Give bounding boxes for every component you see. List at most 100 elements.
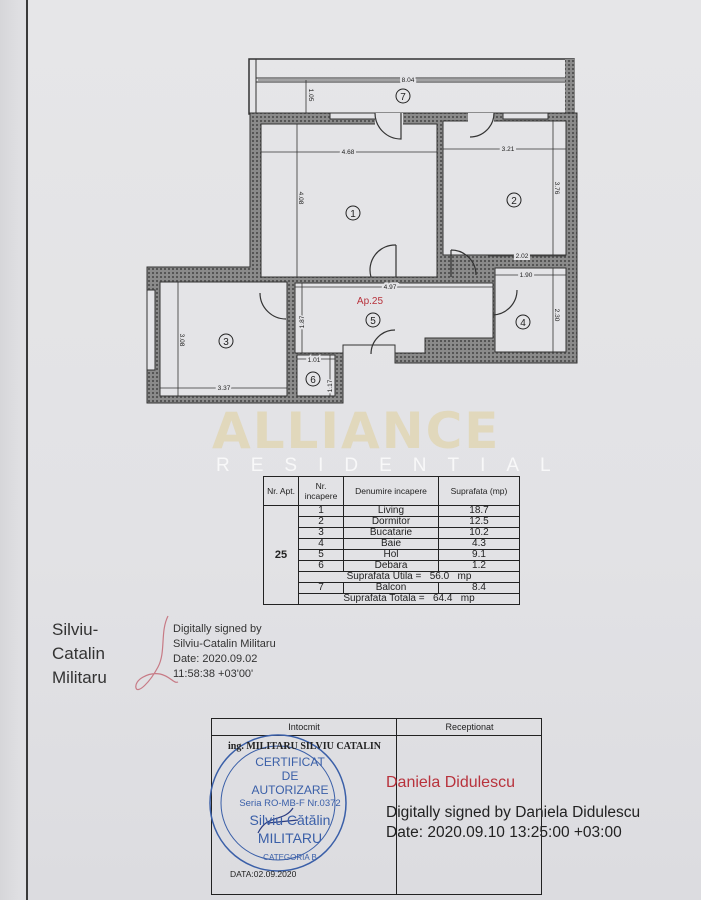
cell-nr: 5 <box>298 549 344 561</box>
header-prepared-by: Intocmit <box>212 719 396 736</box>
stamp-line: DE <box>281 769 299 783</box>
room-hall <box>294 282 494 354</box>
header-room-name: Denumire incapere <box>343 476 439 506</box>
signature-scribble-icon <box>135 615 179 691</box>
stamp-line: AUTORIZARE <box>251 783 329 797</box>
signer-name-line: Silviu- <box>52 620 99 639</box>
cell-nr: 3 <box>298 527 344 539</box>
dim-kitchen-depth: 3.08 <box>178 334 185 347</box>
floor-plan: 8.04 1.05 4.68 4.08 3.21 3.76 2.02 1.90 … <box>146 58 578 404</box>
room-number-1: 1 <box>350 209 356 220</box>
stamp-date: DATA:02.09.2020 <box>230 869 297 879</box>
room-bedroom <box>442 120 567 256</box>
signer-name-line: Catalin <box>52 644 105 663</box>
stamp-line: Seria RO-MB-F Nr.0372 <box>239 798 341 809</box>
column-divider <box>396 735 397 894</box>
room-area-table: Nr. Apt. Nr. incapere Denumire incapere … <box>263 476 520 605</box>
page-edge <box>0 0 28 900</box>
sig-info-line: 11:58:38 +03'00' <box>173 668 254 680</box>
cell-area: 8.4 <box>438 582 520 594</box>
cell-area: 9.1 <box>438 549 520 561</box>
cell-area: 12.5 <box>438 516 520 528</box>
dim-bedroom-inner: 2.02 <box>516 253 529 260</box>
cell-area: 1.2 <box>438 560 520 572</box>
room-number-5: 5 <box>370 316 376 327</box>
watermark-sub: RESIDENTIAL <box>216 455 572 476</box>
header-area: Suprafata (mp) <box>438 476 520 506</box>
cell-name: Living <box>343 505 439 517</box>
balcony <box>248 58 575 115</box>
room-storage <box>296 354 336 397</box>
dim-bedroom-width: 3.21 <box>502 146 515 153</box>
apartment-number: 25 <box>263 505 299 605</box>
dim-bath-depth: 2.30 <box>553 309 560 322</box>
apartment-label: Ap.25 <box>357 296 384 307</box>
cell-nr: 6 <box>298 560 344 572</box>
unit: mp <box>457 571 472 582</box>
dim-kitchen-width: 3.37 <box>218 385 231 392</box>
dim-living-depth: 4.08 <box>297 192 304 205</box>
sig-info-line: Silviu-Catalin Militaru <box>173 638 276 650</box>
cell-name: Balcon <box>343 582 439 594</box>
dim-storage-width: 1.01 <box>308 357 321 364</box>
dim-living-width: 4.68 <box>342 149 355 156</box>
digital-signature-info: Digitally signed by Silviu-Catalin Milit… <box>173 622 276 682</box>
cell-area: 18.7 <box>438 505 520 517</box>
cell-name: Dormitor <box>343 516 439 528</box>
cell-name: Baie <box>343 538 439 550</box>
room-number-7: 7 <box>400 92 406 103</box>
useful-area-row: Suprafata Utila = 56.0 mp <box>264 571 520 583</box>
receiver-info-line: Date: 2020.09.10 13:25:00 +03:00 <box>386 824 622 841</box>
cell-nr: 7 <box>298 582 344 594</box>
signer-name: Silviu- Catalin Militaru <box>52 618 107 690</box>
dim-hall-length: 4.97 <box>384 284 397 291</box>
sig-info-line: Digitally signed by <box>173 623 262 635</box>
room-number-6: 6 <box>310 375 316 386</box>
cell-name: Debara <box>343 560 439 572</box>
header-received: Receptionat <box>396 719 542 736</box>
dim-storage-depth: 1.17 <box>327 379 334 392</box>
header-room-nr: Nr. incapere <box>298 476 344 506</box>
room-number-3: 3 <box>223 337 229 348</box>
dim-bedroom-depth: 3.76 <box>553 182 560 195</box>
stamp-line: CERTIFICAT <box>255 755 325 769</box>
receiver-info-line: Digitally signed by Daniela Didulescu <box>386 804 641 821</box>
dim-balcony-width: 1.05 <box>307 89 314 102</box>
stamp-line: CATEGORIA B <box>263 853 317 862</box>
cell-area: 4.3 <box>438 538 520 550</box>
dim-balcony-length: 8.04 <box>402 77 415 84</box>
useful-area-label: Suprafata Utila = <box>346 571 422 582</box>
dim-bath-width: 1.90 <box>520 272 533 279</box>
table-header-row: Nr. Apt. Nr. incapere Denumire incapere … <box>263 476 520 506</box>
cell-name: Bucatarie <box>343 527 439 539</box>
cell-name: Hol <box>343 549 439 561</box>
signer-name-line: Militaru <box>52 668 107 687</box>
stamp-line: Silviu Cătălin <box>249 812 331 828</box>
dim-hall-width: 1.87 <box>299 315 306 328</box>
unit: mp <box>460 593 475 604</box>
watermark-brand: ALLIANCE <box>212 402 501 460</box>
sig-info-line: Date: 2020.09.02 <box>173 653 258 665</box>
useful-area-value: 56.0 <box>429 571 450 582</box>
authorization-stamp-icon <box>209 734 347 872</box>
room-number-4: 4 <box>520 318 526 329</box>
cell-nr: 2 <box>298 516 344 528</box>
dimension-lines <box>160 79 566 396</box>
approval-box: Intocmit Receptionat <box>211 718 542 895</box>
room-number-2: 2 <box>511 196 517 207</box>
room-living <box>260 123 438 278</box>
cell-nr: 4 <box>298 538 344 550</box>
cell-nr: 1 <box>298 505 344 517</box>
total-area-label: Suprafata Totala = <box>343 593 425 604</box>
room-kitchen <box>159 281 288 397</box>
receiver-name: Daniela Didulescu <box>386 774 515 791</box>
doors <box>259 112 518 355</box>
engineer-name: ing. MILITARU SILVIU CATALIN <box>228 741 381 752</box>
stamp-line: MILITARU <box>257 830 323 846</box>
